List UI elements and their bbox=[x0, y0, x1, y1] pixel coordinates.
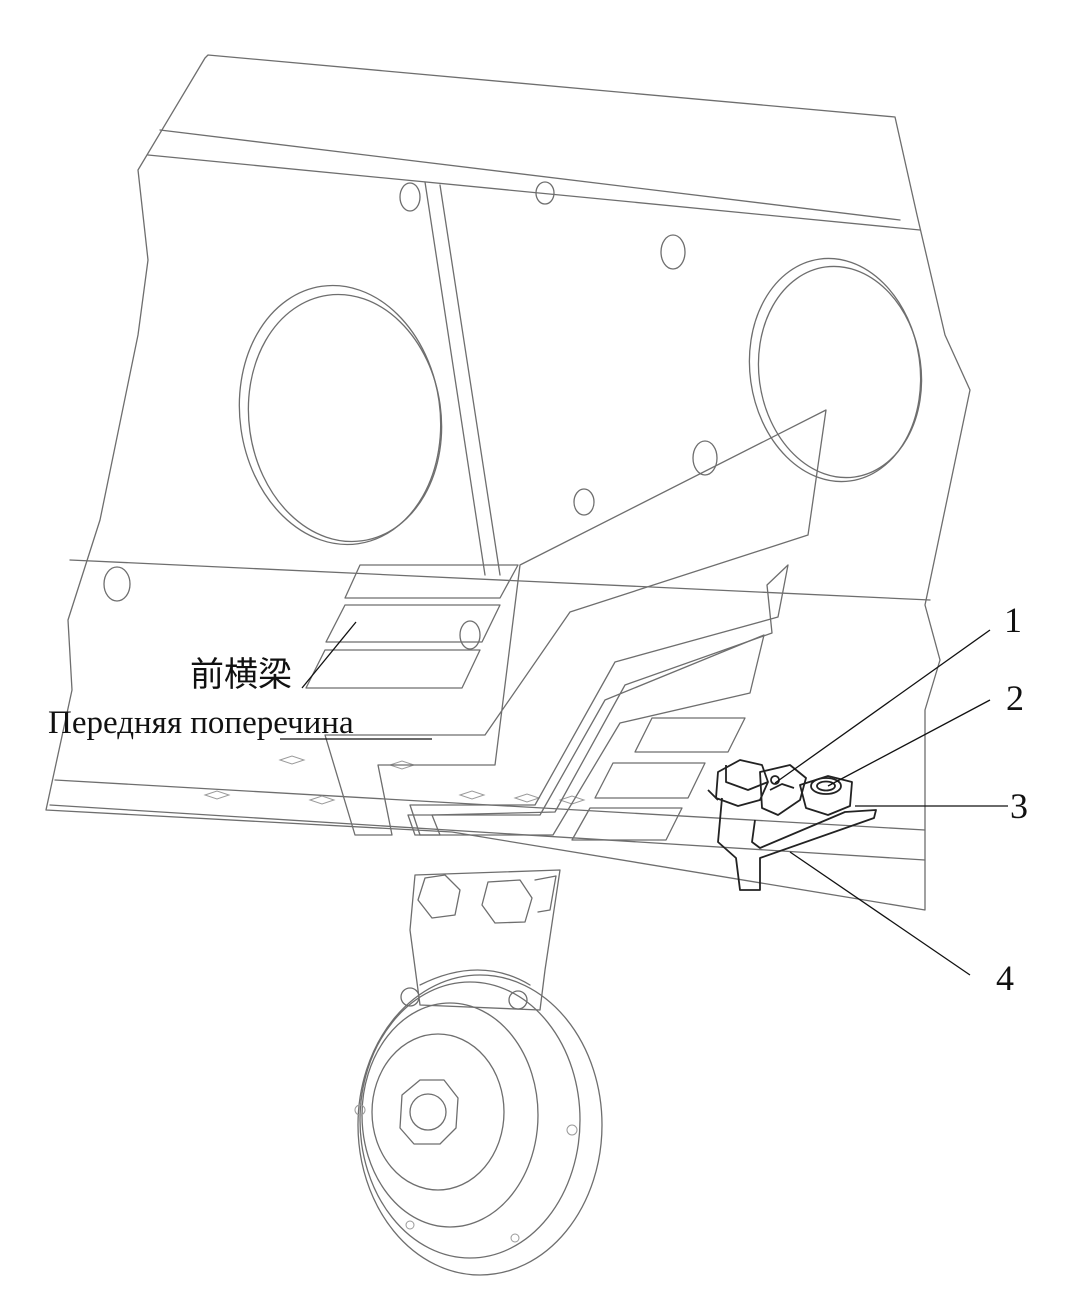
callout-number-2: 2 bbox=[1006, 678, 1024, 718]
large-hole-right bbox=[748, 257, 923, 483]
leader-1 bbox=[774, 629, 991, 784]
leader-crossmember bbox=[301, 621, 357, 689]
horn-assembly bbox=[354, 869, 603, 1276]
callout-number-3: 3 bbox=[1010, 786, 1028, 826]
large-hole-left bbox=[238, 284, 443, 546]
part-label-russian: Передняя поперечина bbox=[48, 705, 354, 741]
leader-lines bbox=[280, 621, 1008, 976]
leader-2 bbox=[827, 699, 991, 787]
fastener-assembly bbox=[707, 759, 877, 891]
callout-number-4: 4 bbox=[996, 958, 1014, 998]
leader-4 bbox=[789, 851, 971, 976]
part-label-chinese: 前横梁 bbox=[190, 657, 292, 694]
watermark-emblem bbox=[305, 409, 827, 841]
slot-holes bbox=[203, 755, 586, 805]
small-holes bbox=[103, 181, 718, 650]
callout-number-1: 1 bbox=[1004, 600, 1022, 640]
